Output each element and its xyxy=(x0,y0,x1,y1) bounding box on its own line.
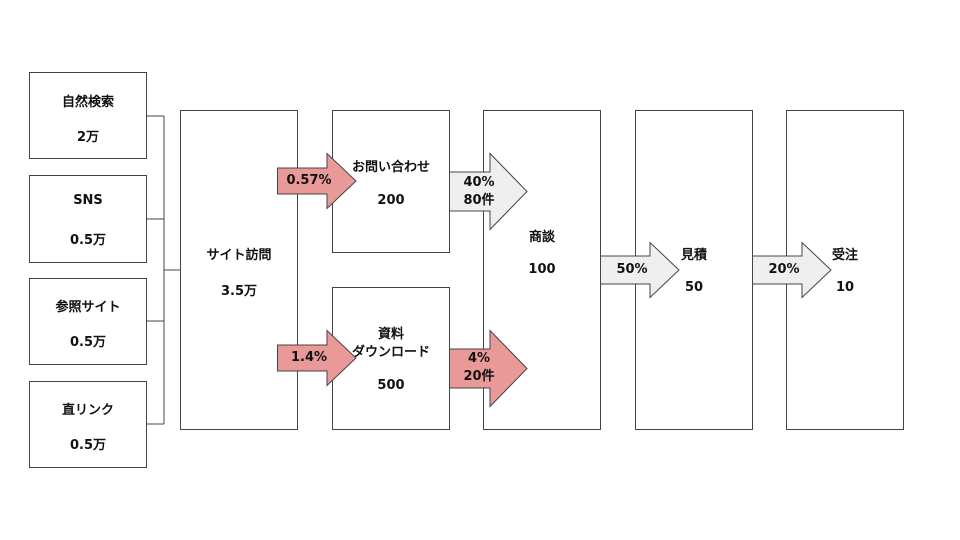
source-box-sns: SNS 0.5万 xyxy=(29,175,147,263)
download-value: 500 xyxy=(377,378,405,393)
site-visit-value: 3.5万 xyxy=(220,284,258,299)
source-name: 直リンク xyxy=(61,403,114,418)
arrow-shape xyxy=(449,152,528,231)
inquiry-name: お問い合わせ xyxy=(351,160,430,175)
source-box-direct: 直リンク 0.5万 xyxy=(29,381,147,468)
arrow-label: 0.57% xyxy=(286,173,332,188)
arrow-label-line1: 4% xyxy=(467,351,491,366)
arrow-download-to-meeting: 4% 20件 xyxy=(449,329,529,408)
source-name: SNS xyxy=(73,193,103,208)
source-value: 2万 xyxy=(76,130,100,145)
source-value: 0.5万 xyxy=(69,233,107,248)
inquiry-value: 200 xyxy=(377,193,405,208)
source-name: 参照サイト xyxy=(55,300,121,315)
arrow-shape xyxy=(752,241,832,299)
arrow-label: 1.4% xyxy=(290,350,328,365)
quote-name: 見積 xyxy=(680,248,707,263)
arrow-label: 50% xyxy=(616,262,648,277)
download-name-line2: ダウンロード xyxy=(351,345,430,360)
order-value: 10 xyxy=(835,280,855,295)
site-visit-name: サイト訪問 xyxy=(206,248,272,263)
arrow-shape xyxy=(600,241,680,299)
source-value: 0.5万 xyxy=(69,438,107,453)
arrow-label-line1: 40% xyxy=(463,175,495,190)
arrow-shape xyxy=(449,329,528,408)
arrow-visit-to-inquiry: 0.57% xyxy=(277,152,357,210)
quote-value: 50 xyxy=(684,280,704,295)
source-name: 自然検索 xyxy=(61,95,114,110)
inquiry-box: お問い合わせ 200 xyxy=(332,110,450,253)
arrow-shape xyxy=(277,152,357,210)
meeting-value: 100 xyxy=(528,262,556,277)
download-name-line1: 資料 xyxy=(377,327,404,342)
arrow-label-line2: 80件 xyxy=(463,193,495,208)
order-name: 受注 xyxy=(831,248,858,263)
arrow-shape xyxy=(277,329,357,387)
source-box-organic-search: 自然検索 2万 xyxy=(29,72,147,159)
arrow-meeting-to-quote: 50% xyxy=(600,241,680,299)
arrow-label-line2: 20件 xyxy=(463,369,495,384)
arrow-inquiry-to-meeting: 40% 80件 xyxy=(449,152,529,231)
meeting-name: 商談 xyxy=(528,230,555,245)
arrow-visit-to-download: 1.4% xyxy=(277,329,357,387)
arrow-quote-to-order: 20% xyxy=(752,241,832,299)
source-value: 0.5万 xyxy=(69,335,107,350)
source-box-referral: 参照サイト 0.5万 xyxy=(29,278,147,365)
site-visit-box: サイト訪問 3.5万 xyxy=(180,110,298,430)
arrow-label: 20% xyxy=(768,262,800,277)
